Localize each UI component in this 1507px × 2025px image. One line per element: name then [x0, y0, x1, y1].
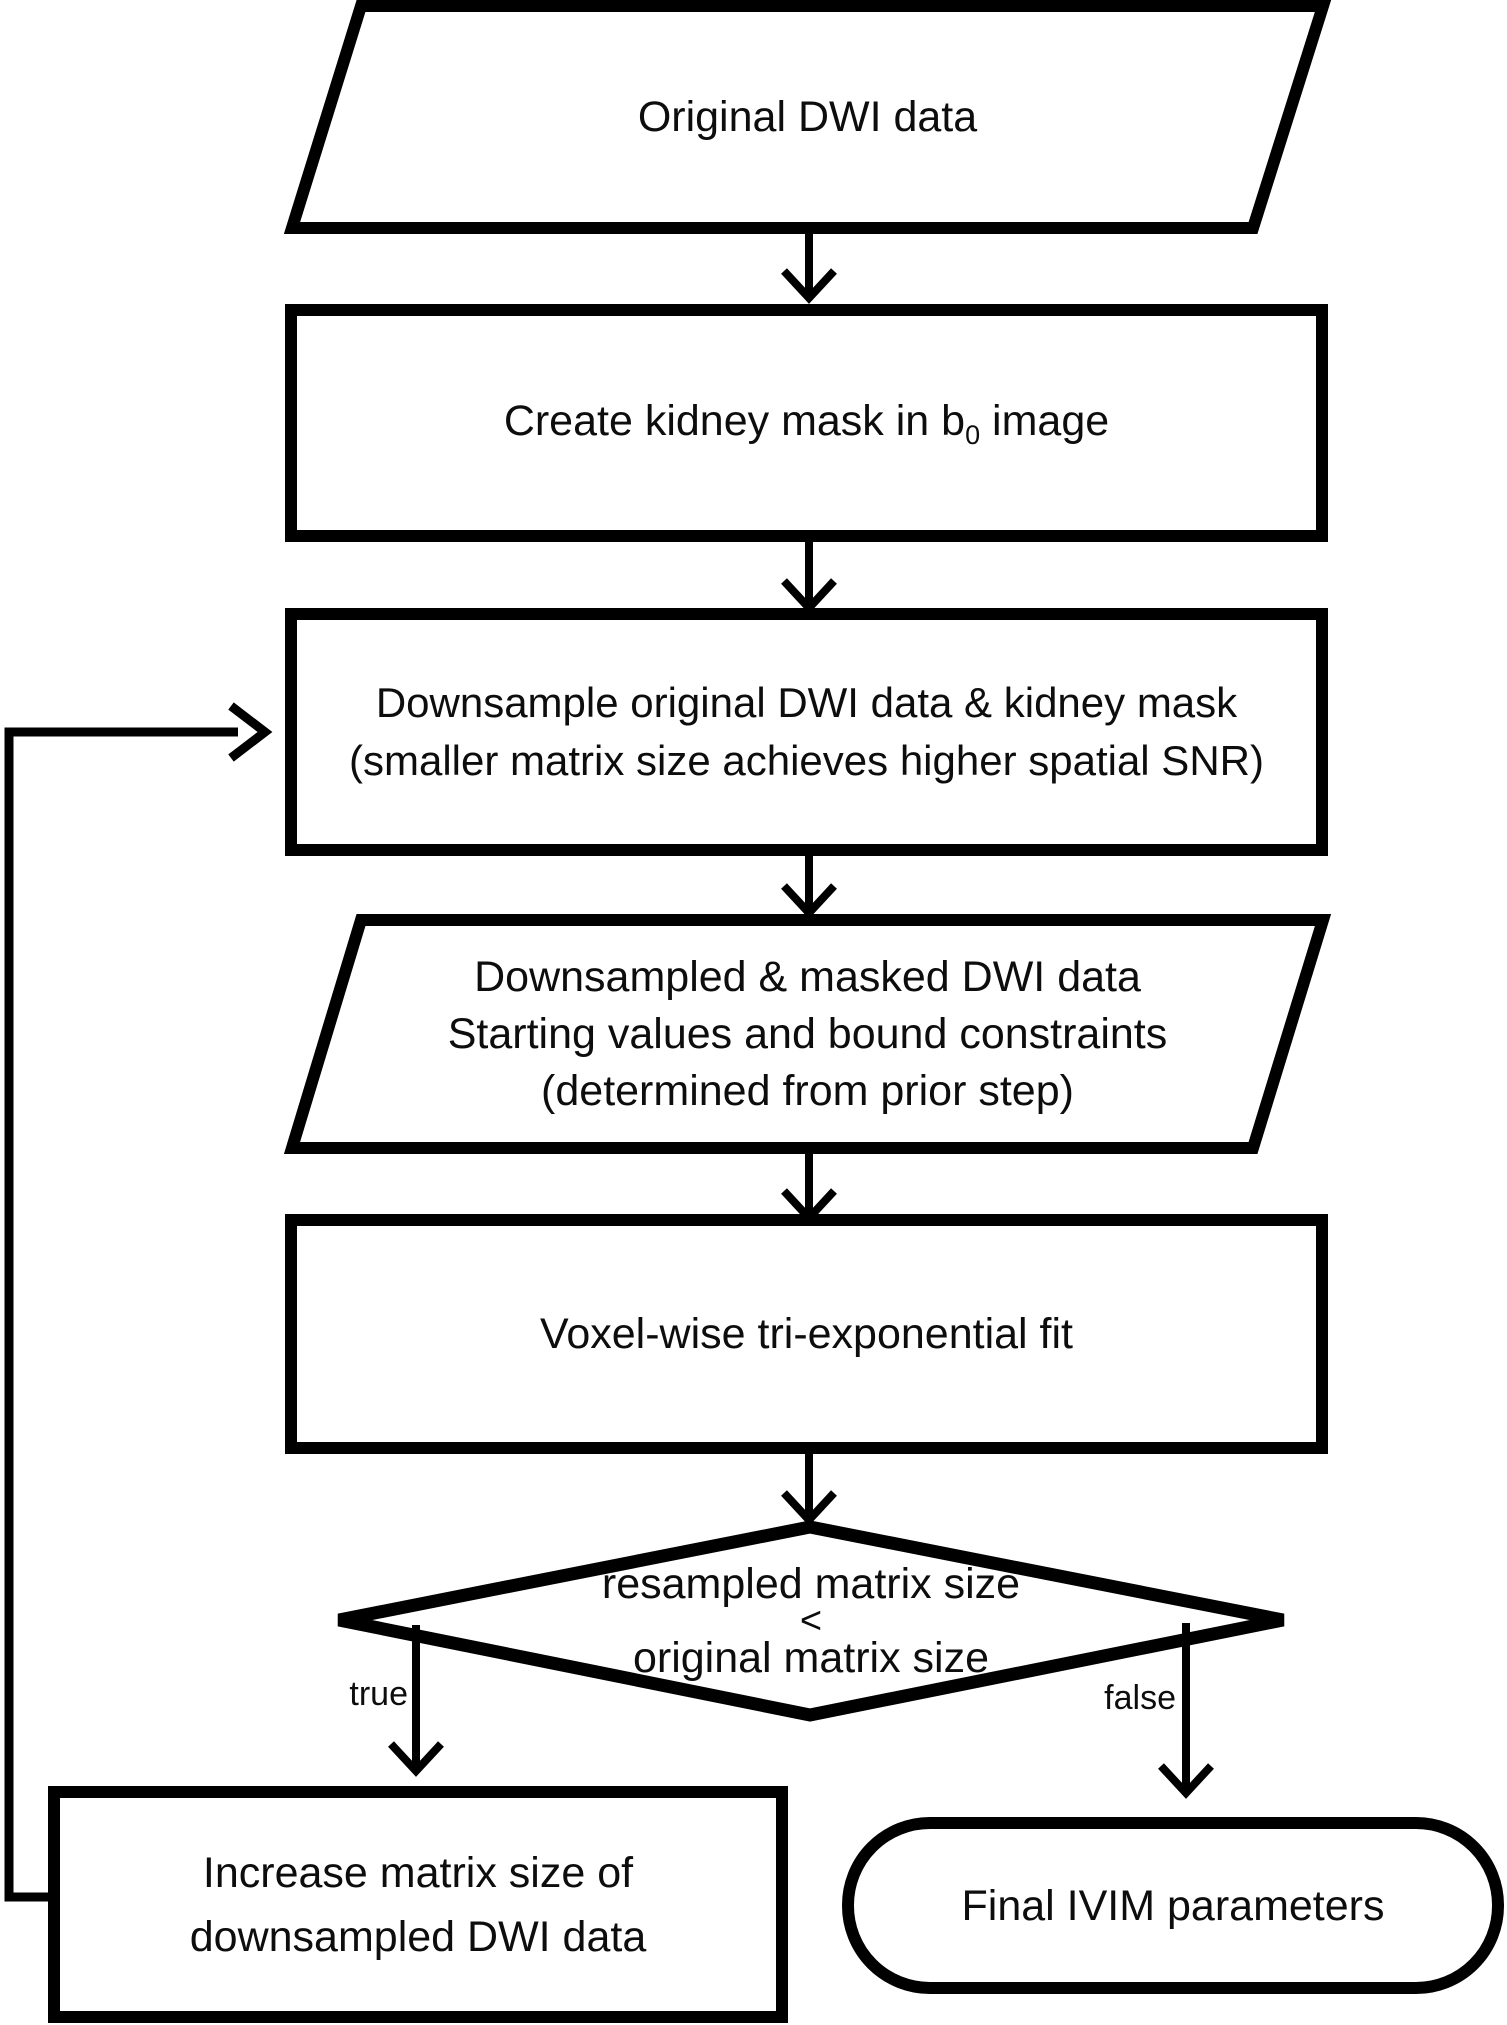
decision-line-2: original matrix size: [632, 1634, 990, 1682]
process-increase-matrix-size-label: Increase matrix size of downsampled DWI …: [54, 1792, 782, 2017]
arrow-mask-to-downsample: [781, 536, 837, 614]
b0-subscript: 0: [965, 419, 981, 450]
process-create-kidney-mask-shape: [285, 304, 1328, 542]
terminator-final-ivim-parameters-shape: [842, 1817, 1504, 1994]
arrow-true-branch: [388, 1625, 444, 1777]
decision-line-1: resampled matrix size: [601, 1560, 1021, 1608]
process-create-kidney-mask-label: Create kidney mask in b0 image: [291, 310, 1322, 536]
terminator-final-ivim-parameters-label: Final IVIM parameters: [848, 1823, 1498, 1988]
process-tri-exponential-fit-label: Voxel-wise tri-exponential fit: [291, 1220, 1322, 1448]
downsampled-inputs-line-2: Starting values and bound constraints: [447, 1009, 1168, 1058]
arrow-loopback: [4, 702, 273, 1902]
create-mask-text-suffix: image: [980, 396, 1110, 445]
decision-matrix-size-shape: [337, 1520, 1285, 1722]
branch-label-true: true: [349, 1675, 408, 1713]
branch-label-false: false: [1104, 1679, 1176, 1717]
arrow-data-to-fit: [781, 1148, 837, 1224]
arrow-fit-to-decision: [781, 1448, 837, 1526]
arrow-original-to-mask: [781, 228, 837, 304]
less-than-operator: <: [799, 1600, 823, 1642]
create-mask-text: Create kidney mask in b0 image: [504, 392, 1109, 455]
trifit-text: Voxel-wise tri-exponential fit: [540, 1310, 1073, 1358]
decision-matrix-size-label: resampled matrix size < original matrix …: [339, 1527, 1283, 1715]
process-downsample-label: Downsample original DWI data & kidney ma…: [291, 614, 1322, 850]
create-mask-text-prefix: Create kidney mask in b: [503, 396, 966, 445]
original-dwi-text: Original DWI data: [637, 93, 978, 141]
downsample-line-2: (smaller matrix size achieves higher spa…: [349, 737, 1264, 784]
increase-matrix-line-2: downsampled DWI data: [189, 1912, 647, 1961]
final-params-text: Final IVIM parameters: [961, 1881, 1385, 1930]
io-downsampled-masked-data-label: Downsampled & masked DWI data Starting v…: [292, 920, 1323, 1148]
downsampled-inputs-line-3: (determined from prior step): [541, 1066, 1074, 1115]
arrow-false-branch: [1158, 1623, 1214, 1799]
increase-matrix-line-1: Increase matrix size of: [202, 1848, 634, 1897]
process-increase-matrix-size-shape: [48, 1786, 788, 2023]
io-downsampled-masked-data-shape: [283, 914, 1332, 1154]
io-original-dwi-data-shape: [283, 0, 1332, 234]
downsample-line-1: Downsample original DWI data & kidney ma…: [375, 679, 1238, 726]
downsampled-inputs-line-1: Downsampled & masked DWI data: [474, 952, 1141, 1001]
arrow-downsample-to-data: [781, 850, 837, 919]
io-original-dwi-data-label: Original DWI data: [292, 6, 1323, 228]
